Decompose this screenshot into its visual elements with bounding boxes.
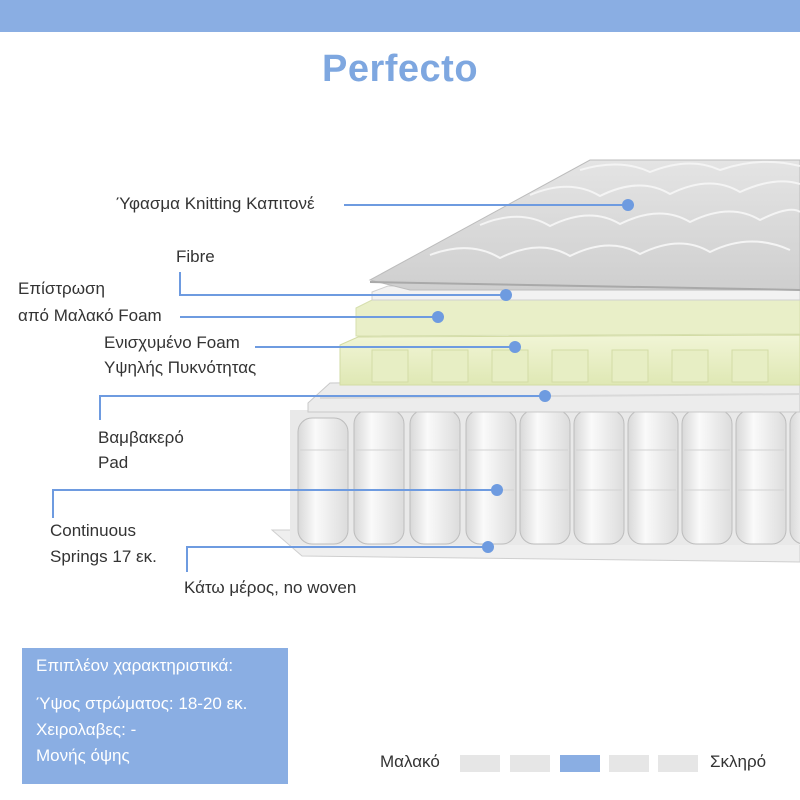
cotton-pad-layer [307,377,800,413]
label-cotton-pad-line2: Pad [98,453,129,472]
label-cotton-pad-line1: Βαμβακερό [98,428,184,447]
firmness-level-5 [658,755,698,772]
leader-dot-cotton-pad [539,390,551,402]
label-high-density-foam-line2: Υψηλής Πυκνότητας [104,358,257,377]
features-title: Επιπλέον χαρακτηριστικά: [36,656,234,675]
product-title: Perfecto [321,48,479,90]
soft-foam-layer [355,299,800,337]
label-quilted-fabric: Ύφασμα Knitting Καπιτονέ [116,194,315,213]
label-soft-foam-line2: από Μαλακό Foam [18,306,162,325]
high-density-foam-layer [339,334,800,386]
leader-line-fibre [179,272,506,296]
leader-dot-fibre [500,289,512,301]
leader-line-springs [52,489,497,518]
leader-dot-springs [491,484,503,496]
springs-layer [290,409,800,545]
leader-line-base [186,546,488,572]
leader-lines [52,204,628,572]
feature-height: Ύψος στρώματος: 18-20 εκ. [36,694,248,713]
quilted-fabric-layer [368,159,800,291]
features-box: Επιπλέον χαρακτηριστικά: Ύψος στρώματος:… [22,648,288,784]
feature-sides: Μονής όψης [36,746,130,765]
leader-dot-soft-foam [432,311,444,323]
leader-dot-high-density-foam [509,341,521,353]
label-springs-line2: Springs 17 εκ. [50,547,157,566]
firmness-level-2 [510,755,550,772]
firmness-level-1 [460,755,500,772]
leader-line-cotton-pad [99,395,545,420]
top-banner [0,0,800,32]
label-fibre: Fibre [176,247,215,266]
label-soft-foam-line1: Επίστρωση [18,279,105,298]
leader-dots [432,199,634,553]
firmness-hard-label: Σκληρό [710,752,767,771]
leader-dot-fabric [622,199,634,211]
label-bottom-base: Κάτω μέρος, no woven [184,578,357,597]
leader-dot-base [482,541,494,553]
firmness-level-3 [560,755,600,772]
label-high-density-foam-line1: Ενισχυμένο Foam [104,333,240,352]
feature-handles: Χειρολαβες: - [36,720,137,739]
firmness-level-4 [609,755,649,772]
firmness-soft-label: Μαλακό [380,752,440,771]
label-springs-line1: Continuous [50,521,137,540]
